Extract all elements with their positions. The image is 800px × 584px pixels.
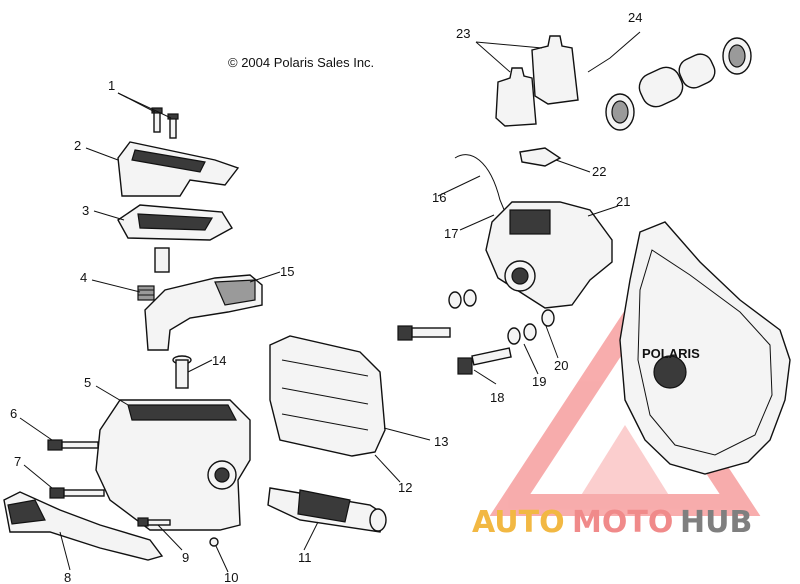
part-8-lever-grip: [7, 499, 46, 525]
drive-cover-badge: [653, 355, 687, 389]
part-1-screws: [151, 107, 179, 139]
drive-cover-inner-rim: [637, 249, 773, 456]
drive-cover: [619, 221, 791, 475]
part-2-cover-grip: [131, 149, 206, 173]
callout-17: 17: [444, 226, 458, 241]
part-4-spring: [137, 285, 155, 301]
part-6-bolt: [47, 439, 99, 451]
part-18-caliper-bolt: [457, 347, 512, 375]
callout-21: 21: [616, 194, 630, 209]
caliper-bolt-upper: [397, 325, 451, 341]
part-9-pivot-screw: [137, 517, 171, 527]
callout-14: 14: [212, 353, 226, 368]
callout-6: 6: [10, 406, 17, 421]
callout-12: 12: [398, 480, 412, 495]
callout-24: 24: [628, 10, 642, 25]
drive-cover-brand: POLARIS: [642, 346, 700, 361]
callout-22: 22: [592, 164, 606, 179]
part-7-bolt: [49, 487, 105, 499]
callout-10: 10: [224, 570, 238, 584]
callout-3: 3: [82, 203, 89, 218]
watermark-auto: AUTO: [472, 505, 565, 540]
callout-20: 20: [554, 358, 568, 373]
callout-23: 23: [456, 26, 470, 41]
watermark-triangle-inner: [575, 425, 675, 505]
part-23-brake-pads: [495, 35, 579, 127]
part-22-pad-spring: [519, 147, 562, 167]
part-21-caliper-top: [509, 209, 551, 235]
watermark-moto: MOTO: [572, 505, 673, 540]
watermark-hub: HUB: [680, 505, 752, 540]
callout-7: 7: [14, 454, 21, 469]
callout-11: 11: [298, 550, 312, 565]
callout-4: 4: [80, 270, 87, 285]
callout-9: 9: [182, 550, 189, 565]
callout-16: 16: [432, 190, 446, 205]
part-5-master-cylinder-housing: [95, 399, 251, 531]
part-16-brake-line: [454, 154, 506, 213]
part-3-diaphragm-center: [137, 213, 214, 231]
part-14-pin: [172, 355, 192, 389]
callout-2: 2: [74, 138, 81, 153]
part-12-ribs: [281, 359, 369, 431]
leader-lines: [19, 31, 641, 573]
callout-15: 15: [280, 264, 294, 279]
callout-18: 18: [490, 390, 504, 405]
part-15-lever-pad: [214, 279, 256, 306]
copyright-notice: © 2004 Polaris Sales Inc.: [228, 55, 374, 70]
part-24-caliper-pistons: [605, 37, 752, 131]
callout-labels: 1 2 3 4 5 6 7 8 9 10 11 12 13 14 15 16 1…: [10, 10, 642, 584]
callout-5: 5: [84, 375, 91, 390]
callout-19: 19: [532, 374, 546, 389]
callout-1: 1: [108, 78, 115, 93]
caliper-washers: [448, 289, 555, 345]
watermark-logo: AUTO MOTO HUB: [472, 505, 752, 540]
callout-13: 13: [434, 434, 448, 449]
part-11-throttle-sleeve: [267, 487, 387, 533]
part-8-brake-lever: [3, 491, 164, 561]
part-10-clip: [209, 537, 219, 547]
piston-insert: [154, 247, 170, 273]
callout-8: 8: [64, 570, 71, 584]
part-5-reservoir-opening: [127, 404, 237, 421]
